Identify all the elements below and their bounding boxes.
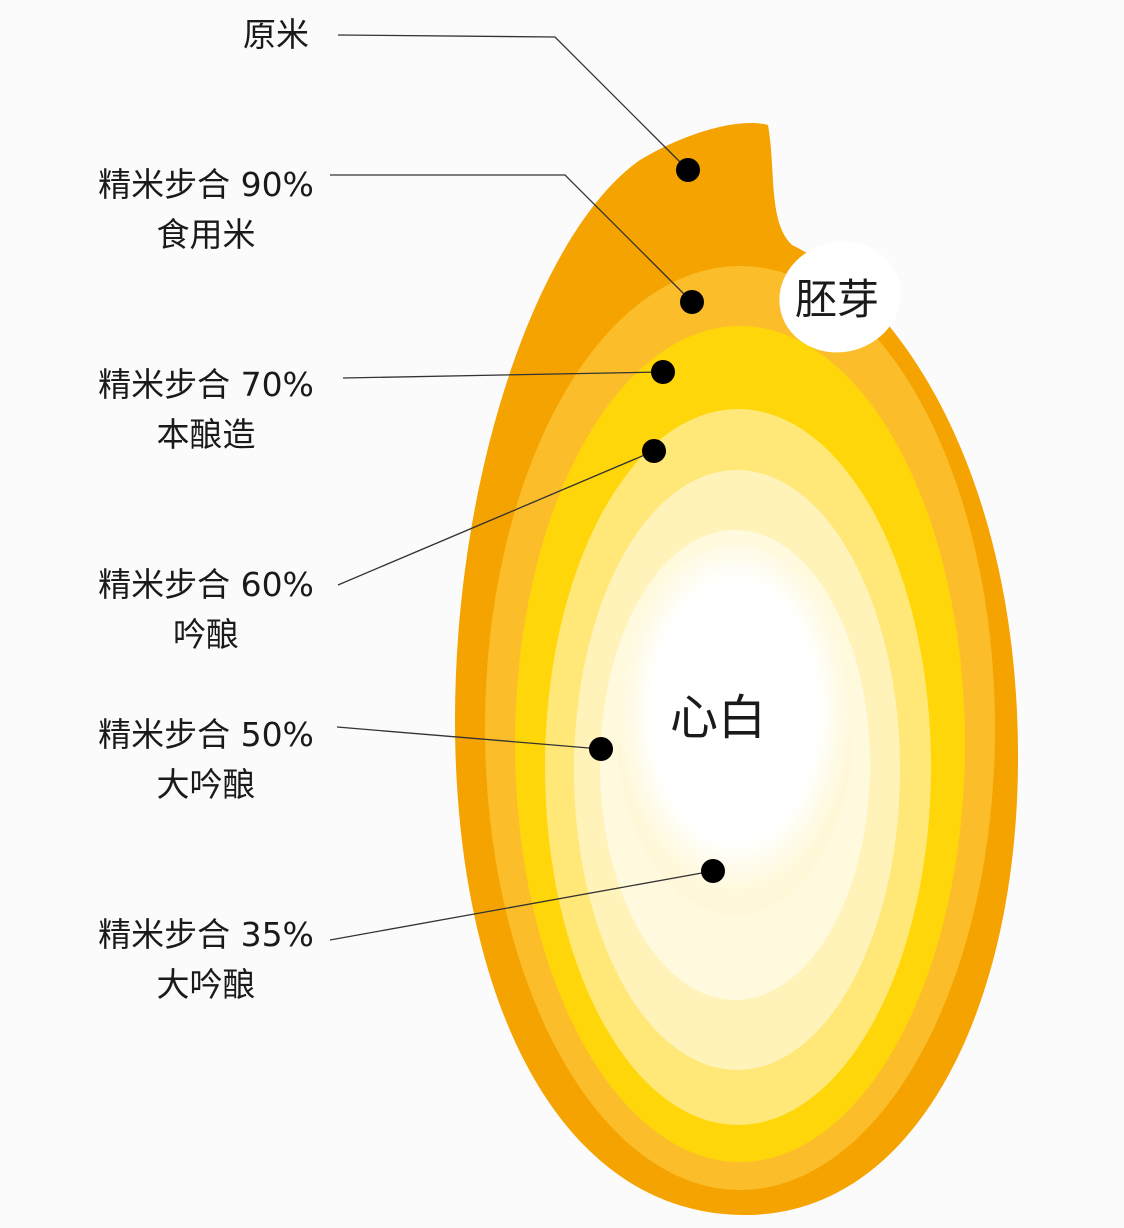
marker-dot-60 [642,439,666,463]
label-title: 精米步合 90% [98,165,314,204]
leader-line-70 [342,371,664,379]
label-polish-35: 精米步合 35% 大吟酿 [86,910,326,1010]
label-subtitle: 食用米 [156,215,256,254]
label-polish-90: 精米步合 90% 食用米 [86,160,326,260]
label-subtitle: 本酿造 [156,415,256,454]
label-title: 精米步合 70% [98,365,314,404]
label-subtitle: 大吟酿 [156,765,256,804]
grain-core [617,545,853,915]
label-subtitle: 吟酿 [173,615,239,654]
embryo-label: 胚芽 [795,275,880,324]
marker-dot-50 [589,737,613,761]
marker-dots [589,158,725,883]
label-polish-60: 精米步合 60% 吟酿 [86,560,326,660]
leader-line-raw [337,34,689,171]
label-polish-70: 精米步合 70% 本酿造 [86,360,326,460]
leader-line-60 [337,450,655,586]
marker-dot-70 [651,360,675,384]
embryo [779,241,901,353]
label-raw-rice: 原米 [243,10,309,60]
label-title: 精米步合 50% [98,715,314,754]
label-polish-50: 精米步合 50% 大吟酿 [86,710,326,810]
leader-line-90 [330,174,693,303]
leader-line-35 [329,870,714,941]
leader-lines [329,34,714,941]
marker-dot-raw [676,158,700,182]
label-title: 精米步合 60% [98,565,314,604]
leader-line-50 [336,726,602,750]
core-label: 心白 [670,690,767,746]
marker-dot-35 [701,859,725,883]
label-subtitle: 大吟酿 [156,965,256,1004]
label-title: 精米步合 35% [98,915,314,954]
marker-dot-90 [680,290,704,314]
label-title: 原米 [243,15,309,54]
